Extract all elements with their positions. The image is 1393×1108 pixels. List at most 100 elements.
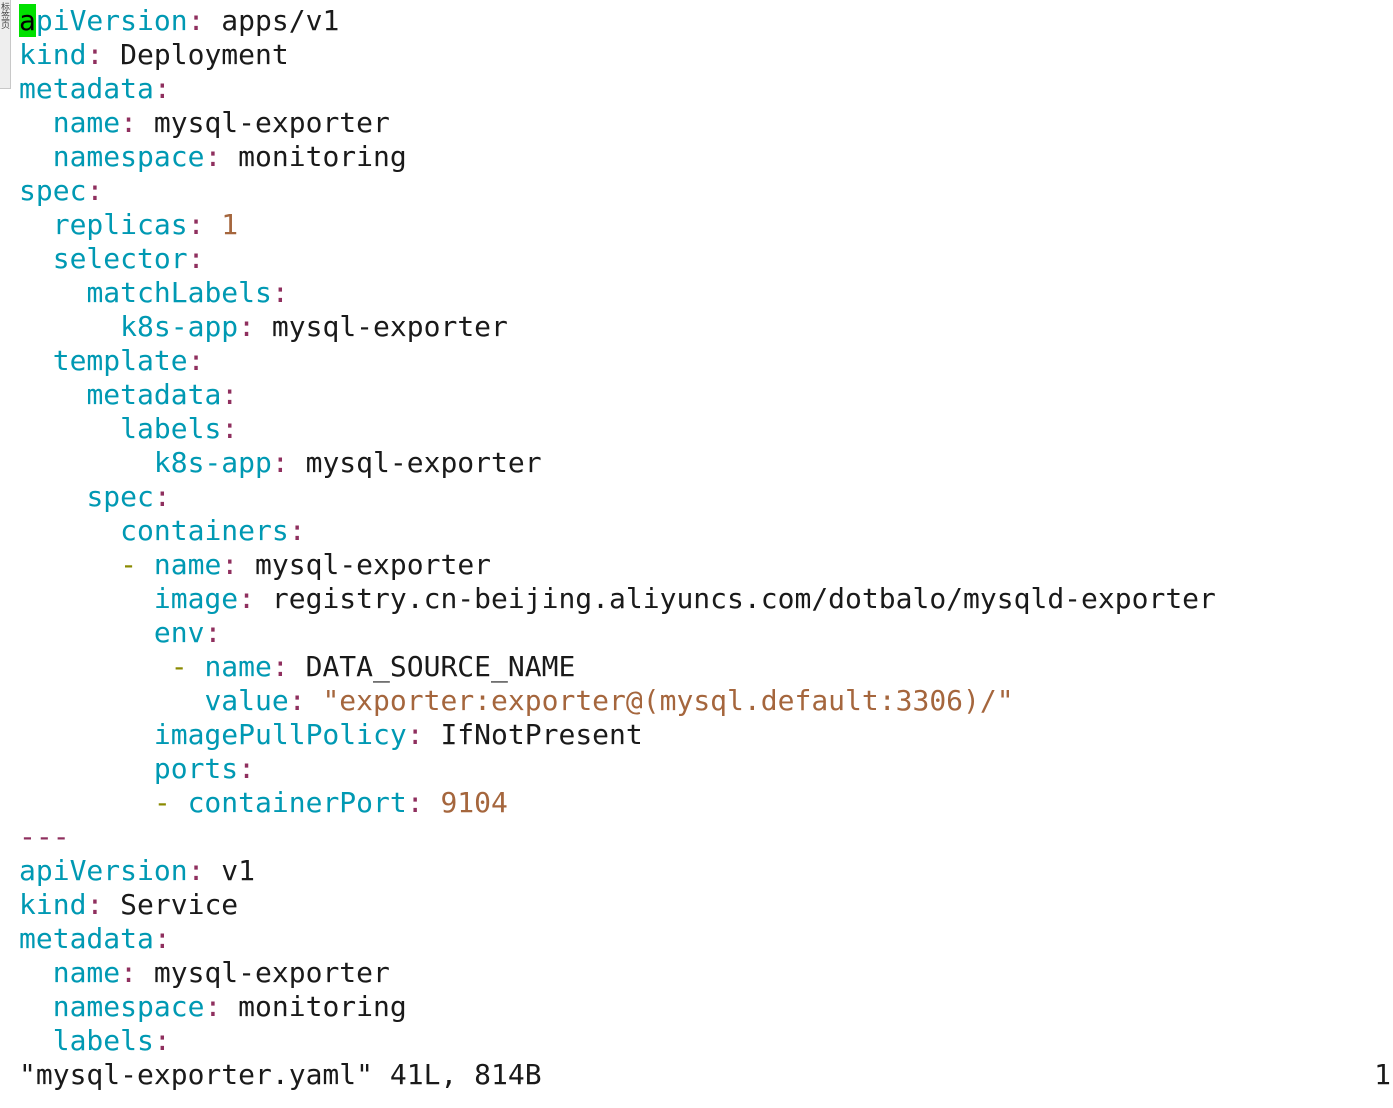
yaml-key: matchLabels (86, 276, 272, 309)
indent (19, 412, 120, 445)
yaml-value: monitoring (238, 140, 407, 173)
yaml-value: DATA_SOURCE_NAME (305, 650, 576, 683)
code-line: namespace: monitoring (19, 140, 1393, 174)
yaml-colon: : (153, 72, 171, 105)
yaml-colon: : (120, 106, 138, 139)
yaml-value: mysql-exporter (305, 446, 542, 479)
yaml-key: image (153, 582, 239, 615)
list-dash: - (153, 786, 188, 819)
yaml-colon: : (86, 174, 104, 207)
yaml-colon: : (187, 4, 205, 37)
yaml-colon: : (187, 854, 205, 887)
indent (19, 548, 120, 581)
code-line: metadata: (19, 378, 1393, 412)
yaml-key: name (204, 650, 272, 683)
yaml-colon: : (288, 514, 306, 547)
yaml-key: value (204, 684, 289, 717)
code-line: k8s-app: mysql-exporter (19, 310, 1393, 344)
indent (19, 1024, 53, 1057)
code-line: - name: DATA_SOURCE_NAME (19, 650, 1393, 684)
yaml-value: Service (120, 888, 239, 921)
yaml-key: labels (52, 1024, 154, 1057)
yaml-colon: : (153, 922, 171, 955)
indent (19, 956, 53, 989)
yaml-colon: : (204, 616, 222, 649)
indent (19, 480, 86, 513)
yaml-key: piVersion (35, 4, 188, 37)
yaml-value: mysql-exporter (255, 548, 492, 581)
yaml-value: monitoring (238, 990, 407, 1023)
document-separator: --- (19, 820, 70, 853)
indent (19, 616, 154, 649)
code-line: kind: Service (19, 888, 1393, 922)
yaml-colon: : (271, 446, 289, 479)
yaml-key: ports (153, 752, 239, 785)
yaml-key: kind (19, 888, 87, 921)
yaml-colon: : (238, 310, 256, 343)
code-line: - name: mysql-exporter (19, 548, 1393, 582)
yaml-colon: : (221, 378, 239, 411)
yaml-value: v1 (221, 854, 256, 887)
code-line: k8s-app: mysql-exporter (19, 446, 1393, 480)
yaml-colon: : (153, 1024, 171, 1057)
yaml-colon: : (406, 718, 424, 751)
indent (19, 242, 53, 275)
yaml-colon: : (221, 548, 239, 581)
list-dash: - (170, 650, 205, 683)
code-line: metadata: (19, 922, 1393, 956)
yaml-colon: : (86, 38, 104, 71)
code-line: kind: Deployment (19, 38, 1393, 72)
indent (19, 514, 120, 547)
indent (19, 276, 86, 309)
yaml-key: spec (19, 174, 87, 207)
yaml-colon: : (288, 684, 306, 717)
yaml-key: kind (19, 38, 87, 71)
indent (19, 446, 154, 479)
status-cursor-position: 1 (1374, 1058, 1391, 1091)
yaml-key: name (153, 548, 222, 581)
indent (19, 378, 86, 411)
code-line: selector: (19, 242, 1393, 276)
code-line: env: (19, 616, 1393, 650)
indent (19, 140, 53, 173)
yaml-value: apps/v1 (221, 4, 340, 37)
yaml-colon: : (271, 276, 289, 309)
indent (19, 208, 53, 241)
yaml-value: registry.cn-beijing.aliyuncs.com/dotbalo… (271, 582, 1216, 615)
code-line: replicas: 1 (19, 208, 1393, 242)
indent (19, 310, 120, 343)
code-line: matchLabels: (19, 276, 1393, 310)
side-tab-label: 标签页 (0, 2, 9, 29)
side-tab[interactable]: 标签页 (0, 0, 11, 89)
code-line: imagePullPolicy: IfNotPresent (19, 718, 1393, 752)
yaml-key: imagePullPolicy (153, 718, 407, 751)
yaml-colon: : (204, 990, 222, 1023)
yaml-colon: : (238, 752, 256, 785)
yaml-value: IfNotPresent (440, 718, 643, 751)
yaml-key: k8s-app (120, 310, 239, 343)
list-dash: - (120, 548, 154, 581)
code-line: value: "exporter:exporter@(mysql.default… (19, 684, 1393, 718)
code-line: containers: (19, 514, 1393, 548)
code-line: name: mysql-exporter (19, 956, 1393, 990)
yaml-key: metadata (19, 72, 154, 105)
yaml-key: spec (86, 480, 154, 513)
code-line: labels: (19, 412, 1393, 446)
yaml-value: 1 (221, 208, 239, 241)
code-line: namespace: monitoring (19, 990, 1393, 1024)
yaml-key: containers (120, 514, 289, 547)
yaml-key: name (52, 956, 121, 989)
yaml-colon: : (86, 888, 104, 921)
indent (19, 990, 53, 1023)
yaml-value: 9104 (440, 786, 508, 819)
code-line: apiVersion: v1 (19, 854, 1393, 888)
yaml-key: apiVersion (19, 854, 188, 887)
yaml-value: mysql-exporter (153, 106, 390, 139)
yaml-key: containerPort (187, 786, 407, 819)
yaml-key: metadata (86, 378, 222, 411)
indent (19, 650, 171, 683)
yaml-value: "exporter:exporter@(mysql.default:3306)/… (322, 684, 1014, 717)
code-line: labels: (19, 1024, 1393, 1058)
status-file-info: "mysql-exporter.yaml" 41L, 814B (19, 1058, 542, 1091)
